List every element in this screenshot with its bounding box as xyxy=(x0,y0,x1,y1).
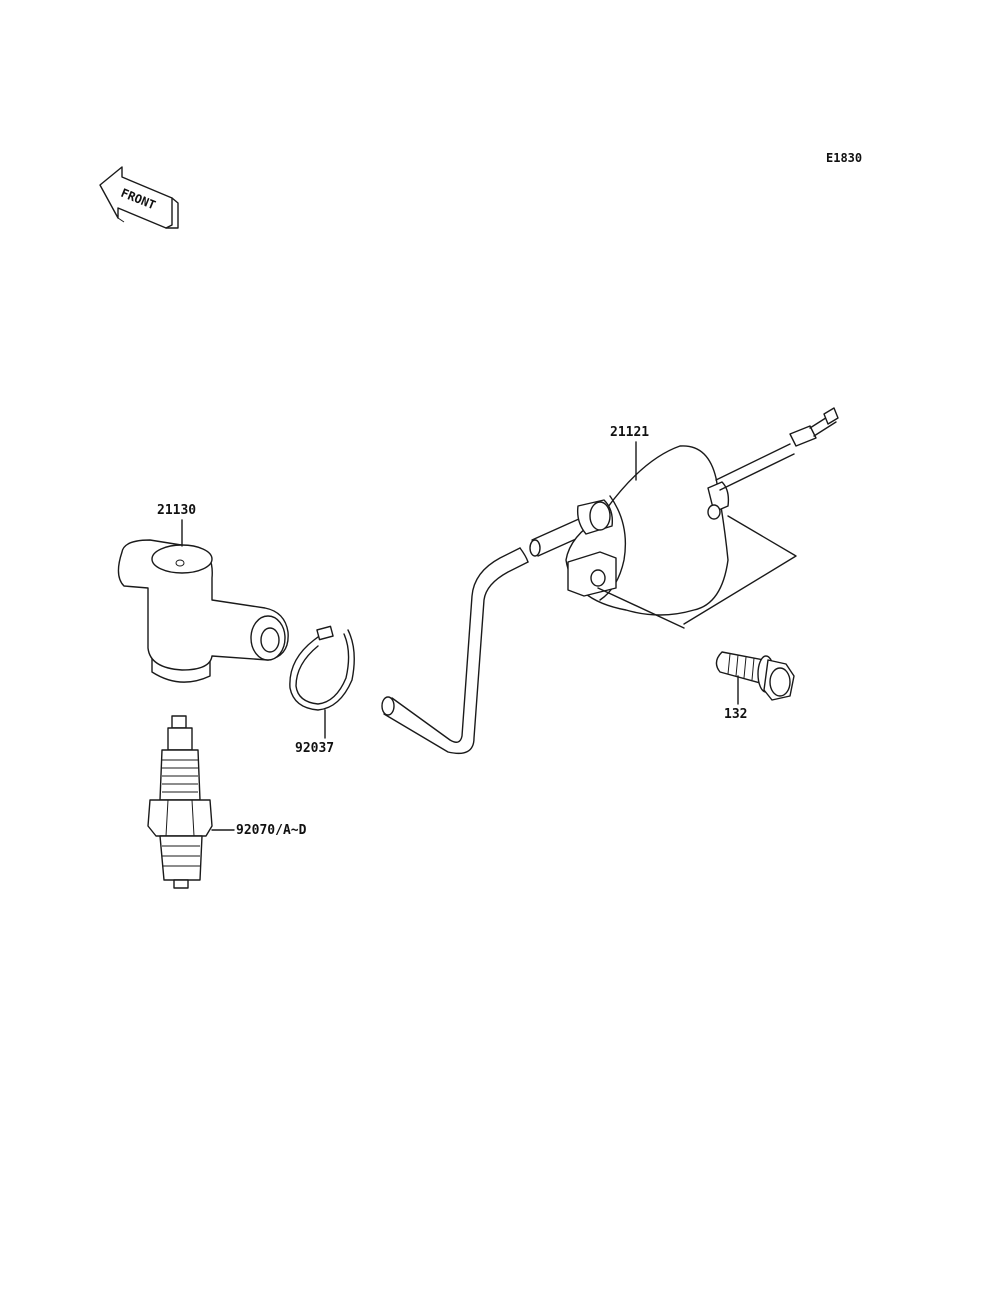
callout-92070: 92070/A~D xyxy=(236,823,307,838)
callout-21130: 21130 xyxy=(157,503,196,518)
high-tension-lead xyxy=(381,513,597,755)
callout-92037: 92037 xyxy=(295,741,334,756)
bolt xyxy=(715,651,795,701)
spark-plug xyxy=(147,715,213,889)
clamp xyxy=(289,625,355,711)
front-arrow-icon: FRONT xyxy=(99,166,179,229)
diagram-code: E1830 xyxy=(826,151,862,165)
callout-132: 132 xyxy=(724,707,747,722)
spark-plug-cap xyxy=(117,539,289,683)
ignition-coil xyxy=(565,407,839,629)
callout-21121: 21121 xyxy=(610,425,649,440)
